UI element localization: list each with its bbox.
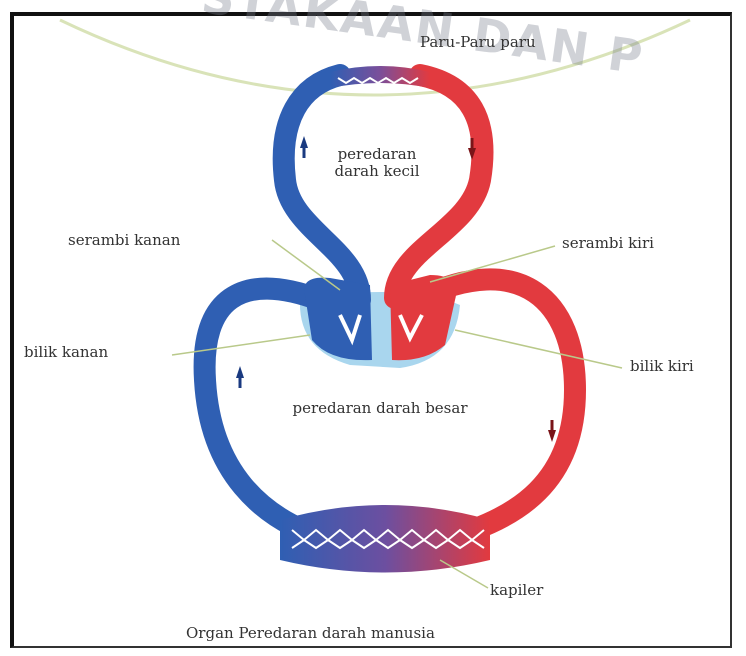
lung-capillary-bed (330, 66, 430, 88)
lung-capillary-label: Paru-Paru paru (420, 34, 536, 51)
right-heart-chambers (304, 278, 372, 361)
body-capillary-bed (280, 505, 490, 573)
pulmonary-vein (395, 75, 483, 298)
large-circulation-label: peredaran darah besar (280, 400, 480, 417)
right-ventricle-label: bilik kanan (24, 344, 108, 361)
caption: Organ Peredaran darah manusia (186, 625, 435, 642)
flow-arrows-blue (236, 136, 308, 388)
pulmonary-artery (284, 75, 360, 300)
right-atrium-label: serambi kanan (68, 232, 180, 249)
left-atrium-label: serambi kiri (562, 235, 654, 252)
small-circulation-label: peredaran darah kecil (322, 146, 432, 179)
left-ventricle-label: bilik kiri (630, 358, 694, 375)
capillary-label: kapiler (490, 582, 543, 599)
